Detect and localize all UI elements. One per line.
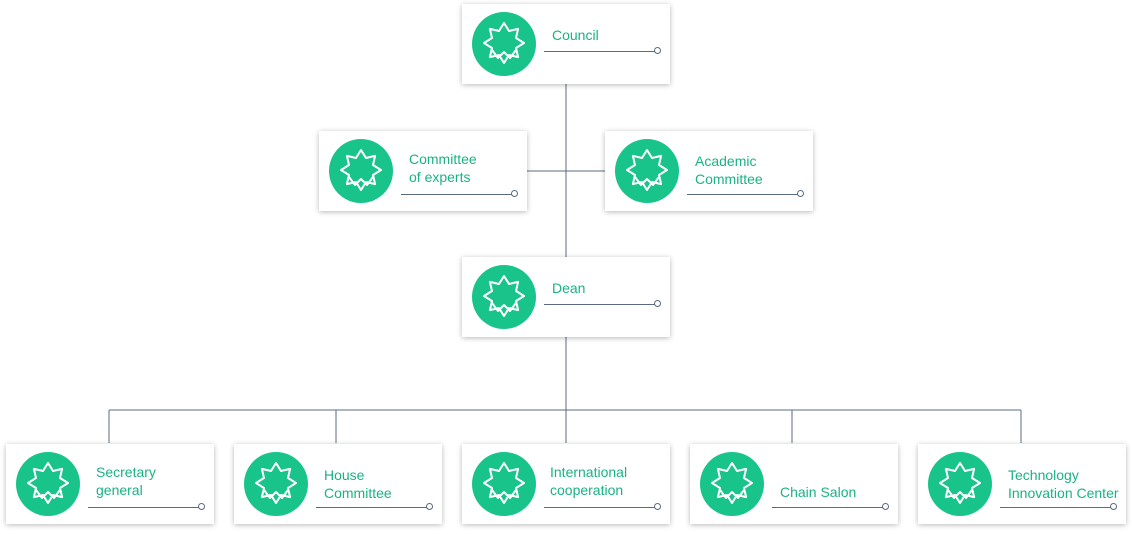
node-rule [544,304,656,305]
node-label-line: Chain Salon [780,484,857,500]
star-badge-icon [329,139,393,203]
node-label-line: Dean [552,280,586,296]
node-label: Council [552,26,664,44]
node-label: Chain Salon [780,483,892,501]
node-connector-handle[interactable] [797,190,804,197]
node-rule [88,507,200,508]
node-dean[interactable]: Dean [462,257,670,337]
node-rule [316,507,428,508]
node-label-line: cooperation [550,482,624,498]
node-connector-handle[interactable] [654,47,661,54]
star-badge-icon [615,139,679,203]
node-label-line: Committee [409,151,477,167]
node-rule [687,194,799,195]
star-badge-icon [472,265,536,329]
node-international-cooperation[interactable]: International cooperation [462,444,670,524]
node-label: Academic Committee [695,152,807,188]
node-technology-innovation-center[interactable]: Technology Innovation Center [918,444,1126,524]
star-badge-icon [928,452,992,516]
node-rule [772,507,884,508]
node-label: Secretary general [96,463,208,499]
node-label-line: Secretary [96,464,156,480]
node-council[interactable]: Council [462,4,670,84]
node-label: Dean [552,279,664,297]
node-connector-handle[interactable] [511,190,518,197]
node-label: International cooperation [550,463,662,499]
node-rule [401,194,513,195]
node-connector-handle[interactable] [198,503,205,510]
node-rule [544,507,656,508]
star-badge-icon [16,452,80,516]
node-label-line: Technology [1008,467,1079,483]
node-label-line: general [96,482,143,498]
node-connector-handle[interactable] [654,503,661,510]
node-connector-handle[interactable] [882,503,889,510]
node-label-line: Committee [695,171,763,187]
star-badge-icon [244,452,308,516]
node-label-line: House [324,467,365,483]
node-chain-salon[interactable]: Chain Salon [690,444,898,524]
node-rule [1000,507,1112,508]
node-rule [544,51,656,52]
node-connector-handle[interactable] [426,503,433,510]
node-label-line: Innovation Center [1008,485,1119,501]
star-badge-icon [472,12,536,76]
node-label-line: International [550,464,628,480]
node-committee-of-experts[interactable]: Committee of experts [319,131,527,211]
node-label-line: Committee [324,485,392,501]
node-label-line: Council [552,27,599,43]
node-connector-handle[interactable] [1110,503,1117,510]
node-secretary-general[interactable]: Secretary general [6,444,214,524]
node-label: Technology Innovation Center [1008,466,1120,502]
node-house-committee[interactable]: House Committee [234,444,442,524]
star-badge-icon [472,452,536,516]
node-label-line: Academic [695,153,757,169]
node-connector-handle[interactable] [654,300,661,307]
node-label: House Committee [324,466,436,502]
node-label-line: of experts [409,169,471,185]
node-label: Committee of experts [409,150,521,186]
star-badge-icon [700,452,764,516]
node-academic-committee[interactable]: Academic Committee [605,131,813,211]
